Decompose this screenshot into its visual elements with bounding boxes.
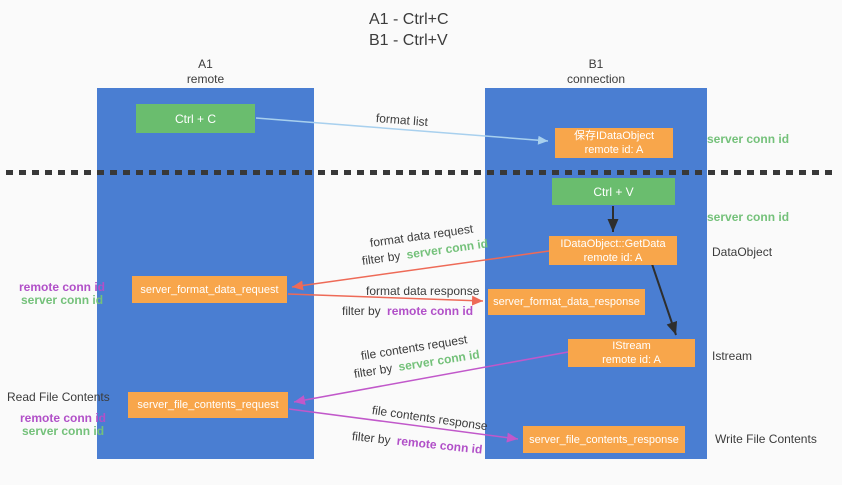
- label-istream: Istream: [712, 349, 753, 363]
- format-response-label: server_format_data_response: [493, 296, 640, 308]
- format-request-label: server_format_data_request: [140, 283, 279, 296]
- edge-label-format-data-response: format data response: [366, 284, 480, 298]
- edge-label-filter-remote-conn-2: filter by remote conn id: [351, 429, 483, 457]
- remote-conn-id-key: remote conn id: [396, 433, 484, 457]
- edge-label-filter-remote-conn-1: filter by remote conn id: [342, 304, 473, 318]
- title-line-2: B1 - Ctrl+V: [369, 32, 448, 49]
- getdata-line2: remote id: A: [583, 251, 643, 264]
- filter-by-text: filter by: [351, 429, 392, 448]
- label-remote-conn-id-left-mid: remote conn id: [19, 280, 106, 294]
- node-server-file-contents-response: server_file_contents_response: [523, 426, 685, 453]
- node-ctrl-c: Ctrl + C: [136, 104, 255, 133]
- filter-by-text: filter by: [352, 361, 394, 381]
- label-dataobject: DataObject: [712, 245, 773, 259]
- istream-line2: remote id: A: [602, 354, 661, 366]
- save-idataobject-line1: 保存IDataObject: [573, 130, 655, 142]
- node-server-format-data-request: server_format_data_request: [132, 276, 287, 303]
- lane-a1-title: A1: [198, 57, 213, 71]
- node-server-format-data-response: server_format_data_response: [488, 289, 645, 315]
- label-server-conn-id-right-mid: server conn id: [707, 210, 790, 224]
- node-istream: IStream remote id: A: [568, 339, 695, 367]
- title-line-1: A1 - Ctrl+C: [369, 11, 449, 28]
- node-idataobject-getdata: IDataObject::GetData remote id: A: [549, 236, 677, 265]
- label-write-file-contents: Write File Contents: [715, 432, 817, 446]
- edge-label-format-list: format list: [375, 111, 429, 130]
- file-response-label: server_file_contents_response: [529, 433, 679, 446]
- file-request-label: server_file_contents_request: [137, 399, 279, 411]
- lane-a1-subtitle: remote: [186, 72, 225, 86]
- filter-by-text: filter by: [342, 304, 381, 318]
- remote-conn-id-key: remote conn id: [387, 304, 474, 318]
- ctrl-c-label: Ctrl + C: [174, 111, 216, 126]
- lane-header-b1: B1 connection: [485, 57, 707, 87]
- lane-header-a1: A1 remote: [97, 57, 314, 87]
- filter-by-text: filter by: [361, 248, 402, 268]
- ctrl-v-label: Ctrl + V: [593, 184, 634, 199]
- diagram-title: A1 - Ctrl+C B1 - Ctrl+V: [369, 9, 449, 51]
- label-server-conn-id-left-bottom: server conn id: [22, 424, 105, 438]
- node-server-file-contents-request: server_file_contents_request: [128, 392, 288, 418]
- label-read-file-contents: Read File Contents: [7, 390, 110, 404]
- save-idataobject-line2: remote id: A: [584, 144, 644, 156]
- dotted-divider-line: [6, 170, 836, 175]
- label-server-conn-id-left-mid: server conn id: [21, 293, 104, 307]
- label-remote-conn-id-left-bottom: remote conn id: [20, 411, 107, 425]
- lane-b1-title: B1: [588, 57, 604, 71]
- istream-line1: IStream: [612, 340, 651, 352]
- getdata-line1: IDataObject::GetData: [560, 237, 666, 250]
- edge-label-file-contents-response: file contents response: [371, 403, 489, 434]
- node-save-idataobject: 保存IDataObject remote id: A: [555, 128, 673, 158]
- lane-b1-subtitle: connection: [566, 72, 626, 86]
- label-server-conn-id-right-top: server conn id: [707, 132, 790, 146]
- node-ctrl-v: Ctrl + V: [552, 178, 675, 205]
